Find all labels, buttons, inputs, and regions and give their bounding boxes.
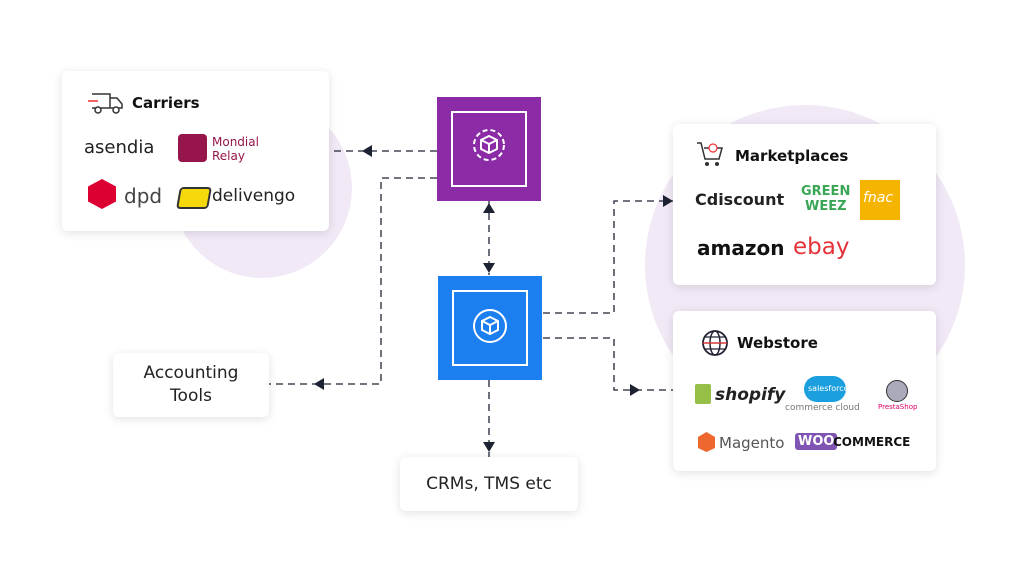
logo-ebay: ebay [793, 234, 850, 260]
logo-amazon: amazon [697, 236, 785, 260]
line-core-marketplaces [543, 200, 673, 314]
arrow-carriers [362, 145, 372, 157]
arrow-up [483, 203, 495, 213]
logo-weez: WEEZ [805, 199, 847, 214]
fnac-badge [860, 180, 900, 220]
logo-dpd: dpd [124, 184, 163, 208]
arrow-crms [483, 442, 495, 452]
arrow-webstore [630, 384, 640, 396]
logo-woo: WOO [795, 433, 838, 450]
webstore-title: Webstore [737, 334, 818, 352]
integration-hub-purple [437, 97, 541, 201]
cart-icon [697, 142, 723, 166]
logo-prestashop: PrestaShop [878, 403, 918, 411]
sync-box-icon [473, 309, 507, 343]
delivengo-box [176, 187, 212, 209]
marketplaces-card: Marketplaces Cdiscount GREEN WEEZ fnac a… [673, 124, 936, 285]
logo-green: GREEN [801, 184, 851, 199]
arrow-marketplaces [663, 195, 673, 207]
magento-icon [698, 432, 715, 452]
logo-fnac: fnac [863, 190, 894, 206]
shopify-bag-icon [695, 384, 711, 404]
logo-magento: Magento [719, 434, 785, 452]
accounting-tools-card: Accounting Tools [113, 353, 269, 417]
prestashop-icon [886, 380, 908, 402]
webstore-card: Webstore shopify salesforce commerce clo… [673, 311, 936, 471]
globe-icon [702, 330, 728, 356]
mondial-relay-badge [178, 134, 207, 162]
crms-label: CRMs, TMS etc [426, 473, 552, 494]
salesforce-cloud [804, 376, 846, 402]
logo-relay: Relay [212, 149, 245, 163]
line-hub-accounting [269, 177, 437, 385]
logo-cdiscount: Cdiscount [695, 190, 785, 209]
logo-delivengo: delivengo [212, 186, 296, 206]
core-platform-blue [438, 276, 542, 380]
logo-commerce: COMMERCE [833, 435, 911, 449]
accounting-line1: Accounting [143, 363, 239, 384]
carriers-title: Carriers [132, 94, 200, 112]
gear-box-icon [473, 129, 505, 161]
logo-mondial: Mondial [212, 135, 259, 149]
marketplaces-title: Marketplaces [735, 147, 849, 165]
arrow-accounting [314, 378, 324, 390]
logo-salesforce: salesforce [808, 384, 849, 393]
dpd-cube [88, 179, 116, 209]
accounting-line2: Tools [170, 386, 212, 406]
arrow-down [483, 263, 495, 273]
carriers-card: Carriers asendia Mondial Relay dpd deliv… [62, 71, 329, 231]
logo-asendia: asendia [84, 137, 155, 158]
crms-card: CRMs, TMS etc [400, 457, 578, 511]
line-core-webstore [543, 337, 673, 391]
truck-icon [88, 93, 123, 114]
logo-commerce-cloud: commerce cloud [785, 403, 860, 413]
logo-shopify: shopify [715, 385, 786, 405]
